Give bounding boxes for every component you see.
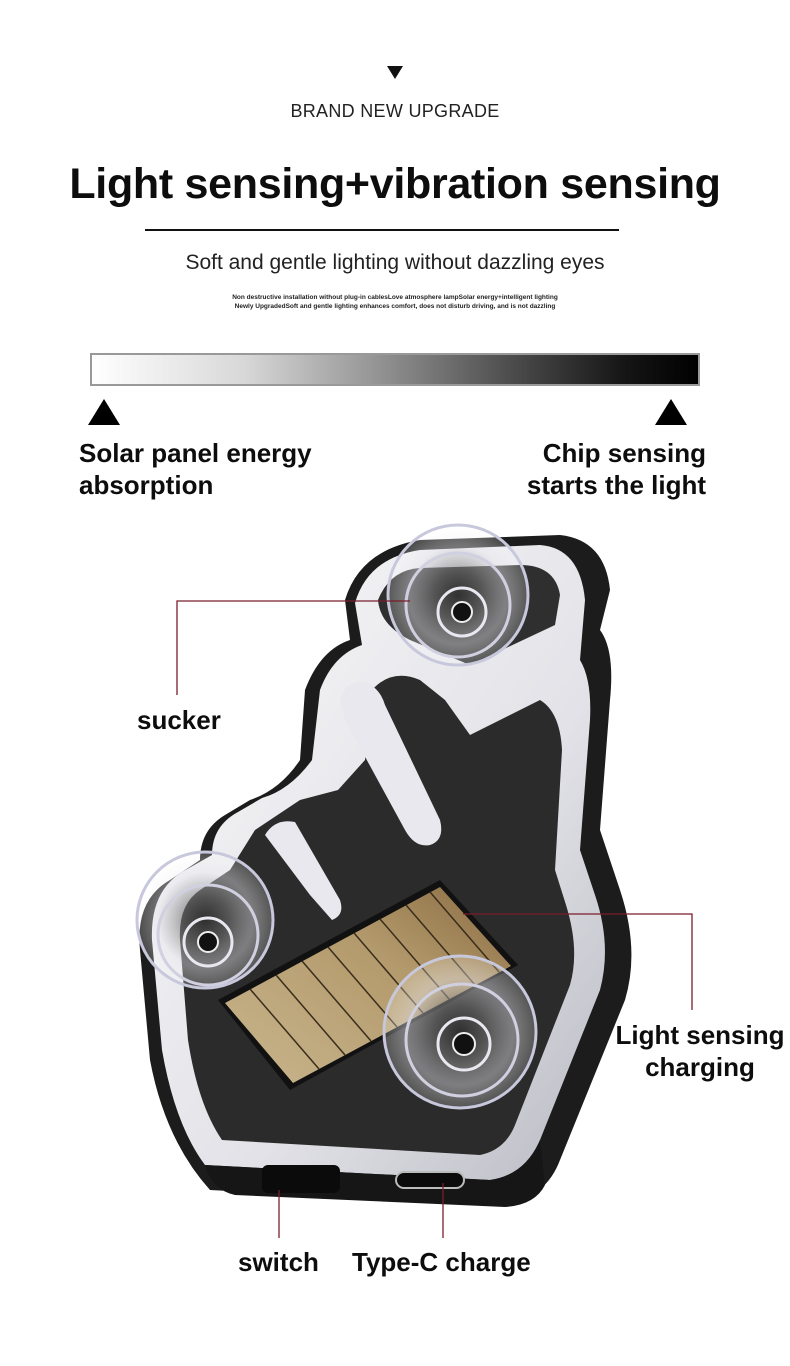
sucker-label: sucker bbox=[137, 705, 221, 735]
label-line: absorption bbox=[79, 470, 214, 500]
fine-print-line-2: Newly UpgradedSoft and gentle lighting e… bbox=[234, 303, 556, 310]
light-gradient-bar bbox=[90, 353, 700, 386]
chip-sensing-label: Chip sensing starts the light bbox=[527, 437, 706, 501]
light-sensing-charging-label: Light sensing charging bbox=[614, 1019, 786, 1083]
label-line: Chip sensing bbox=[542, 438, 706, 468]
light-sensing-callout-line bbox=[463, 913, 693, 1010]
switch-button bbox=[262, 1165, 340, 1193]
eyebrow-text: BRAND NEW UPGRADE bbox=[290, 101, 500, 121]
suction-cup-left bbox=[135, 850, 275, 990]
switch-label: switch bbox=[238, 1247, 319, 1277]
subheadline: Soft and gentle lighting without dazzlin… bbox=[185, 251, 605, 274]
divider bbox=[145, 229, 619, 231]
suction-cup-right bbox=[382, 954, 538, 1110]
label-line: starts the light bbox=[526, 470, 706, 500]
callout-lines bbox=[176, 600, 693, 1238]
type-c-port bbox=[395, 1171, 465, 1189]
bottom-edge bbox=[205, 1140, 545, 1207]
label-line: charging bbox=[645, 1052, 755, 1082]
solar-absorption-label: Solar panel energy absorption bbox=[79, 437, 312, 501]
up-triangle-icon bbox=[88, 399, 120, 425]
up-triangle-icon bbox=[655, 399, 687, 425]
suction-cup-top bbox=[386, 523, 530, 667]
type-c-charge-label: Type-C charge bbox=[352, 1247, 531, 1277]
fine-print-line-1: Non destructive installation without plu… bbox=[232, 294, 558, 301]
label-line: Solar panel energy bbox=[79, 438, 312, 468]
label-line: Light sensing bbox=[615, 1020, 785, 1050]
sucker-callout-line bbox=[176, 600, 410, 695]
headline: Light sensing+vibration sensing bbox=[69, 160, 721, 208]
down-triangle-icon bbox=[387, 66, 403, 79]
